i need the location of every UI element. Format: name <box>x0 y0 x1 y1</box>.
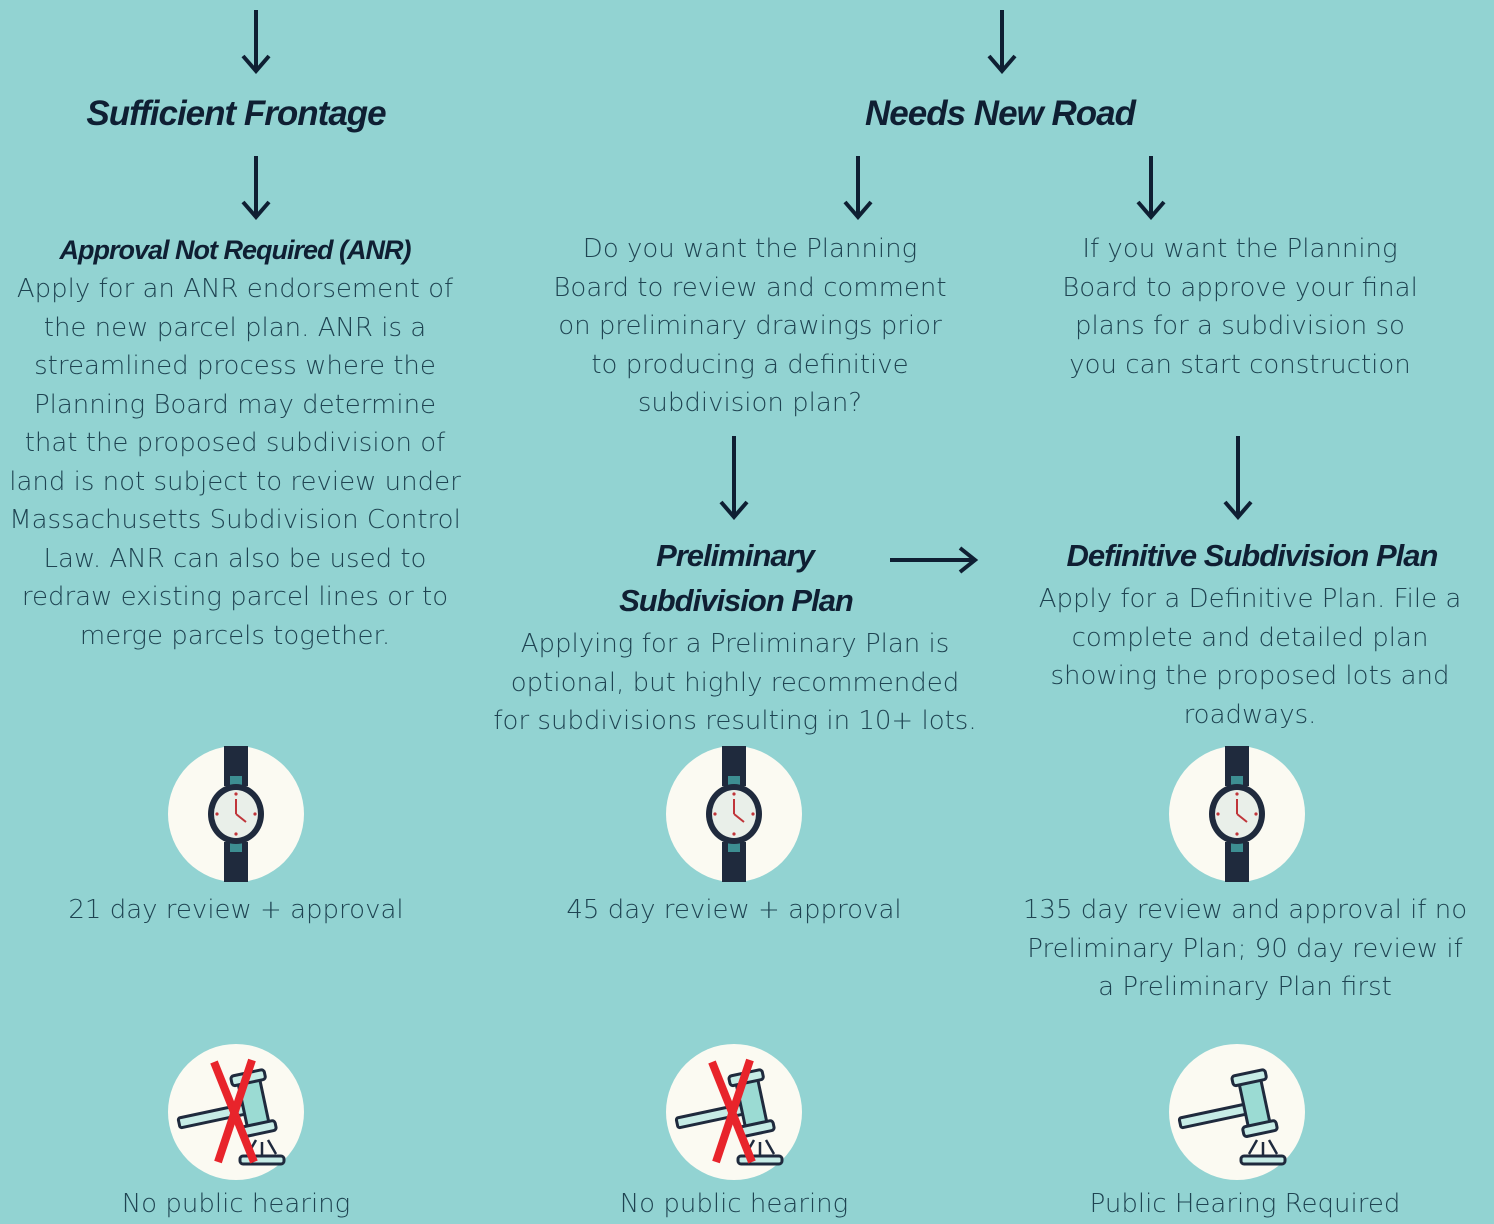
preliminary-description: Applying for a Preliminary Plan is optio… <box>493 629 977 736</box>
watch-icon <box>1209 746 1265 882</box>
gavel-circle-definitive <box>1169 1044 1305 1180</box>
right-arrow-preliminary-to-definitive <box>890 546 979 574</box>
watch-circle-definitive <box>1169 746 1305 882</box>
preliminary-question: Do you want the Planning Board to review… <box>553 234 947 418</box>
anr-description: Apply for an ANR endorsement of the new … <box>9 274 461 651</box>
down-arrow-preliminary <box>719 436 749 520</box>
down-arrow-definitive <box>1223 436 1253 520</box>
definitive-description: Apply for a Definitive Plan. File a comp… <box>1038 584 1462 730</box>
gavel-circle-anr <box>168 1044 304 1180</box>
red-x-icon <box>708 1058 756 1164</box>
anr-review-time: 21 day review + approval <box>68 895 404 925</box>
preliminary-heading-line1: Preliminary <box>656 538 815 573</box>
preliminary-heading-line2: Subdivision Plan <box>619 583 854 618</box>
down-arrow-right-top <box>987 10 1017 74</box>
watch-icon <box>208 746 264 882</box>
down-arrow-left-top <box>241 10 271 74</box>
down-arrow-question-preliminary <box>843 156 873 220</box>
down-arrow-anr <box>241 156 271 220</box>
anr-hearing: No public hearing <box>121 1189 351 1219</box>
red-x-icon <box>210 1058 258 1164</box>
definitive-hearing: Public Hearing Required <box>1089 1189 1401 1219</box>
anr-heading: Approval Not Required (ANR) <box>59 235 412 265</box>
gavel-icon <box>1177 1068 1287 1166</box>
watch-circle-preliminary <box>666 746 802 882</box>
watch-icon <box>706 746 762 882</box>
preliminary-hearing: No public hearing <box>619 1189 849 1219</box>
watch-circle-anr <box>168 746 304 882</box>
down-arrow-question-definitive <box>1136 156 1166 220</box>
gavel-circle-preliminary <box>666 1044 802 1180</box>
definitive-heading: Definitive Subdivision Plan <box>1066 538 1439 573</box>
definitive-review-time: 135 day review and approval if no Prelim… <box>1022 895 1468 1002</box>
definitive-question: If you want the Planning Board to approv… <box>1062 234 1418 380</box>
preliminary-review-time: 45 day review + approval <box>566 895 902 925</box>
sufficient-frontage-heading: Sufficient Frontage <box>86 94 386 133</box>
needs-new-road-heading: Needs New Road <box>865 94 1136 133</box>
